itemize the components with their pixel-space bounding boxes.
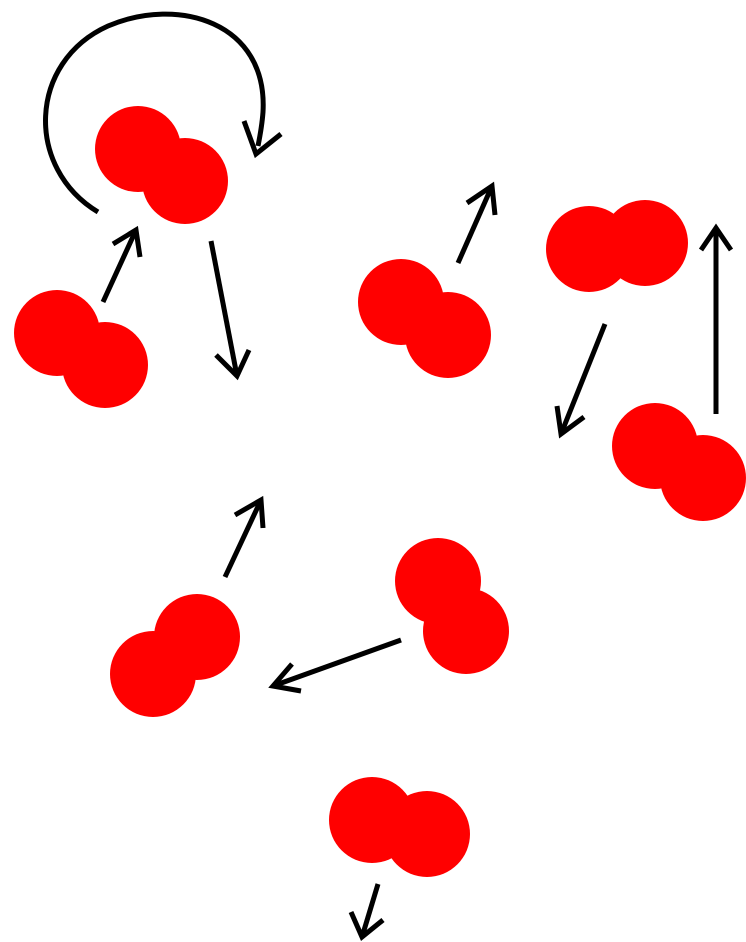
atom: [110, 631, 196, 717]
arrow-shaft: [208, 240, 240, 377]
atom: [62, 322, 148, 408]
arrow-shaft: [359, 883, 381, 938]
arrow-down-left-1: [554, 323, 608, 439]
rotation-arrow: [43, 11, 283, 215]
arrow-down-left-2: [348, 883, 385, 942]
arrow-shaft: [455, 184, 495, 265]
atom: [423, 588, 509, 674]
arrow-shaft: [222, 498, 264, 579]
arrow-up-right-1: [100, 225, 143, 304]
arrow-up-right-2: [455, 181, 498, 265]
molecule-2: [14, 290, 148, 408]
molecule-6: [395, 538, 509, 674]
arrow-head: [554, 405, 586, 439]
arrow-down-1: [208, 240, 252, 381]
arrow-head: [241, 120, 283, 159]
molecule-8: [329, 777, 470, 877]
molecule-7: [110, 594, 240, 717]
molecule-1: [95, 106, 228, 224]
arrow-head: [348, 910, 385, 942]
rotation-arc: [43, 11, 266, 215]
arrow-head: [233, 495, 266, 529]
arrow-shaft: [100, 228, 139, 304]
arrow-shaft: [558, 323, 608, 435]
arrow-head: [465, 181, 498, 216]
molecule-5: [612, 403, 746, 521]
atom: [405, 292, 491, 378]
atom: [142, 138, 228, 224]
arrow-up-right-3: [222, 495, 266, 579]
arrow-shaft: [272, 637, 402, 689]
atom: [602, 200, 688, 286]
arrow-head: [111, 225, 143, 258]
arrow-left-1: [268, 637, 402, 694]
molecule-4: [546, 200, 688, 292]
arrow-head: [214, 348, 252, 381]
arrows: [43, 11, 734, 942]
molecules: [14, 106, 746, 877]
arrow-head: [698, 223, 734, 252]
atom: [660, 435, 746, 521]
arrow-head: [268, 662, 302, 694]
atom: [384, 791, 470, 877]
molecule-3: [358, 259, 491, 378]
arrow-up-1: [698, 223, 734, 414]
